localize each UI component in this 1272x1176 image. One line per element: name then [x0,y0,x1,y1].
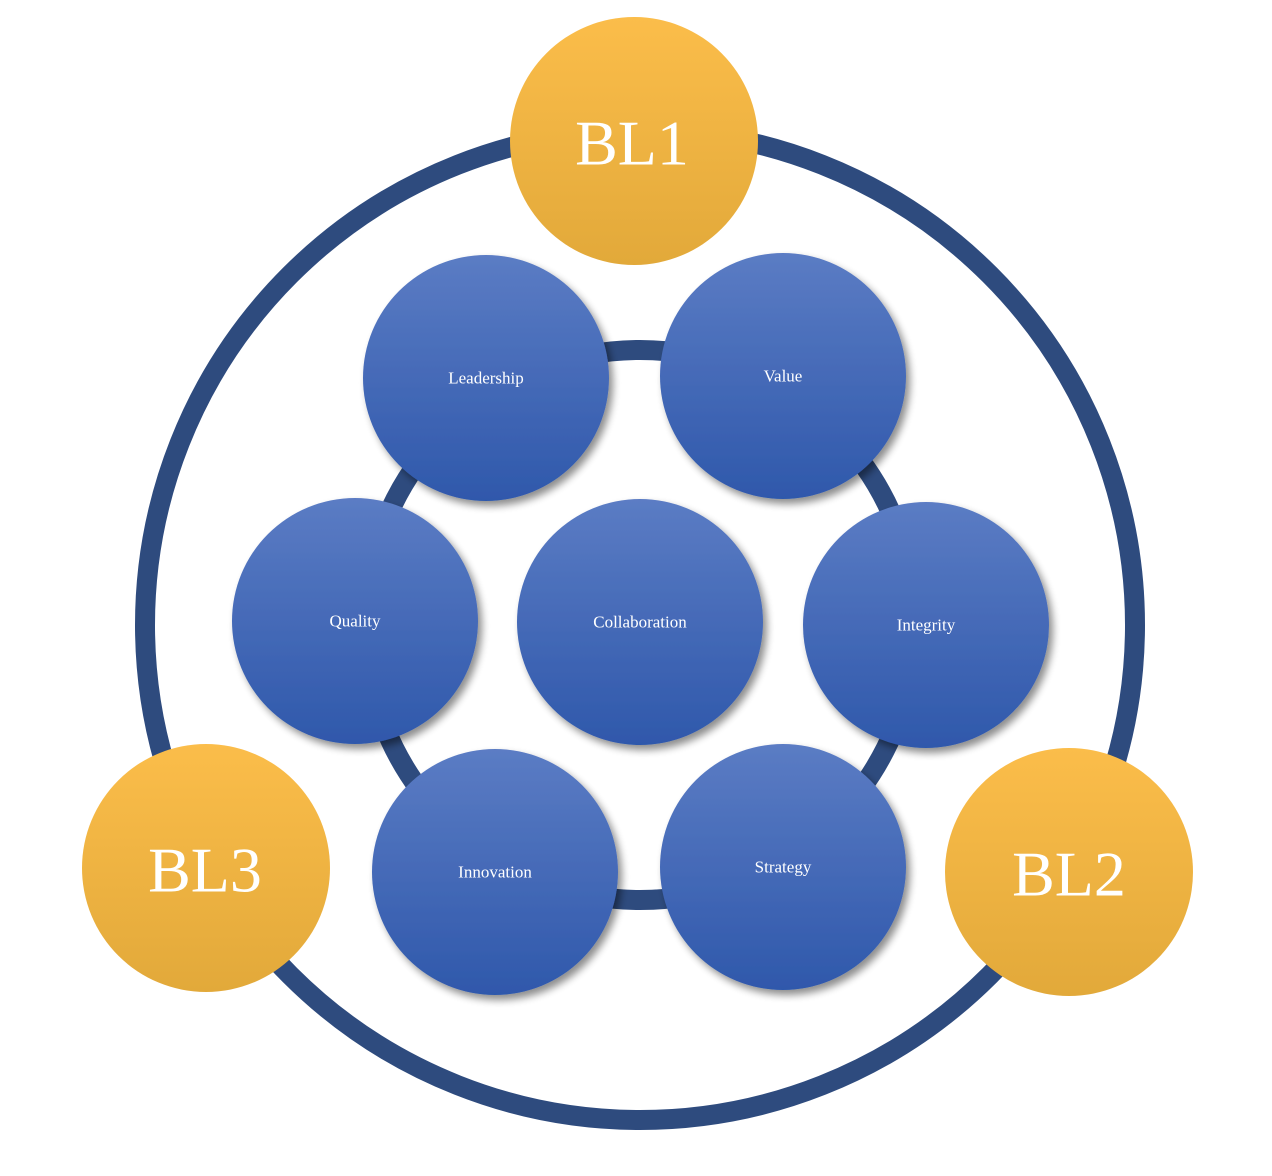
business-line-bl3: BL3 [82,744,330,992]
core-value-label: Quality [330,612,381,631]
business-line-circle [82,744,330,992]
business-line-label: BL3 [148,835,262,906]
business-line-bl2: BL2 [945,748,1193,996]
core-value-label: Leadership [448,369,524,388]
core-value-quality: Quality [232,498,478,744]
core-value-collaboration: Collaboration [517,499,763,745]
core-value-label: Strategy [755,858,812,877]
core-value-circle [232,498,478,744]
business-line-circle [510,17,758,265]
core-value-strategy: Strategy [660,744,906,990]
core-value-integrity: Integrity [803,502,1049,748]
core-value-circle [363,255,609,501]
core-value-label: Value [764,367,803,386]
core-value-circle [517,499,763,745]
business-line-circle [945,748,1193,996]
business-line-label: BL2 [1012,839,1126,910]
core-value-innovation: Innovation [372,749,618,995]
core-value-circle [372,749,618,995]
core-value-circle [803,502,1049,748]
core-value-label: Innovation [458,863,532,882]
business-line-bl1: BL1 [510,17,758,265]
core-value-label: Collaboration [593,613,687,632]
core-value-value: Value [660,253,906,499]
core-value-label: Integrity [897,616,956,635]
core-value-leadership: Leadership [363,255,609,501]
business-line-label: BL1 [575,108,689,179]
core-value-circle [660,253,906,499]
core-value-circle [660,744,906,990]
